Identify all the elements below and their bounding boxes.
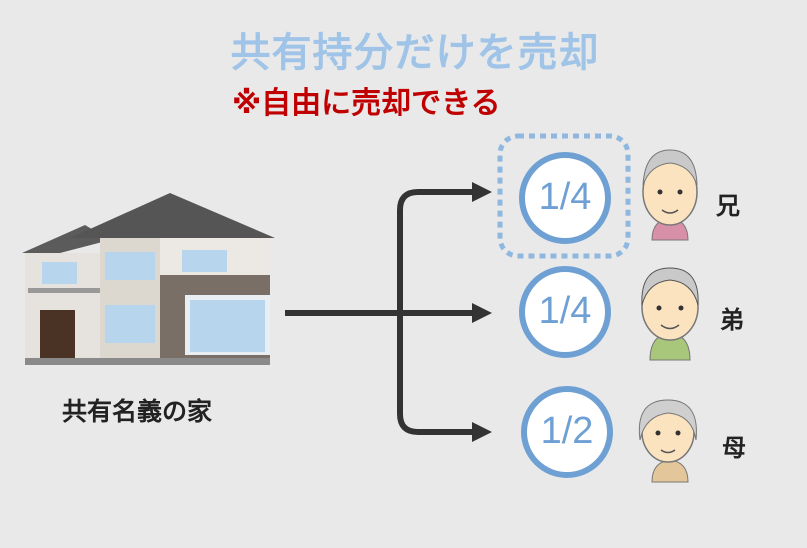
arrowhead [472,422,492,442]
person-label-younger-brother: 弟 [720,306,744,334]
person-label-mother: 母 [722,434,746,462]
arrowhead [472,182,492,202]
share-value-younger-brother: 1/4 [538,290,592,332]
page-title: 共有持分だけを売却 [230,30,600,76]
share-value-mother: 1/2 [540,410,594,452]
subtitle-note: ※自由に売却できる [232,86,501,121]
share-value-brother: 1/4 [538,176,592,218]
person-icon-brother [642,149,698,241]
share-circle [519,152,611,244]
person-icon-younger-brother [641,267,699,361]
branch-arrows [285,189,475,435]
house-illustration [22,193,275,365]
house-label: 共有名義の家 [62,397,213,426]
arrowhead [472,303,492,323]
share-circle [521,386,613,478]
person-icon-mother [638,399,697,483]
share-circle [519,266,611,358]
highlight-dotted-box [497,133,631,259]
person-label-brother: 兄 [716,192,740,220]
